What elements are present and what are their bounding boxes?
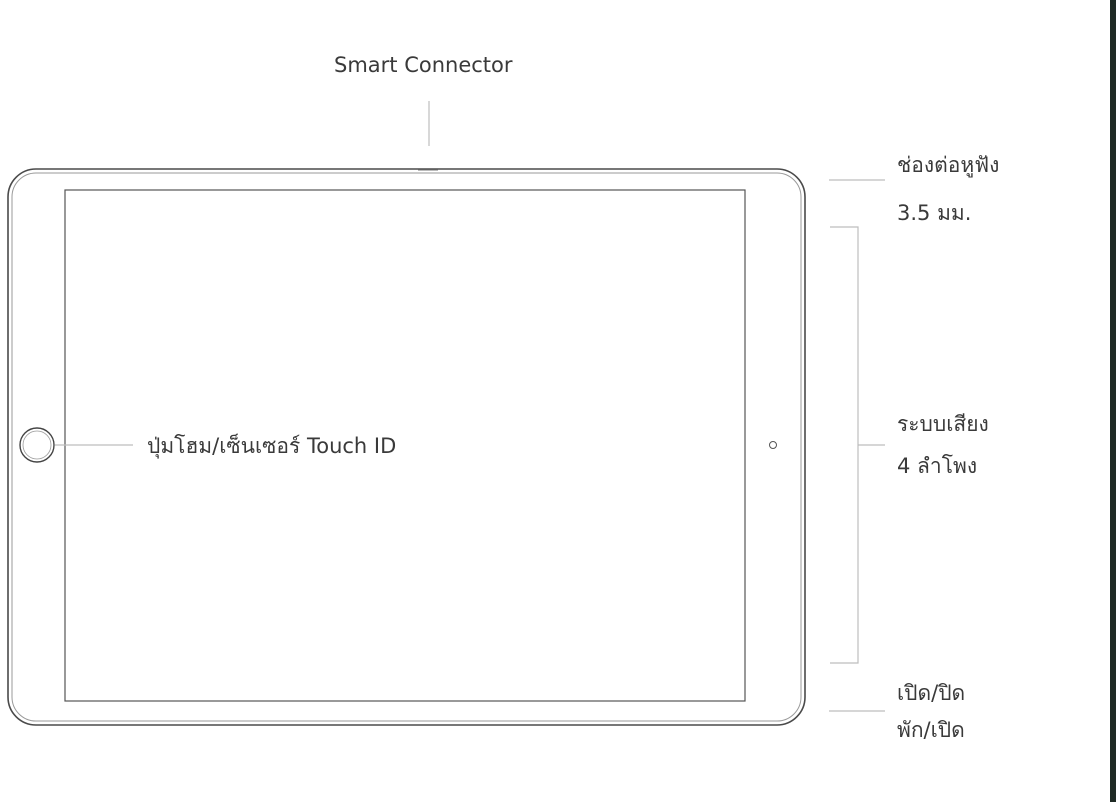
headphone-jack-label-line1: ช่องต่อหูฟัง xyxy=(897,153,1000,177)
front-camera-icon xyxy=(769,441,777,449)
speakers-label-line2: 4 ลำโพง xyxy=(897,454,978,478)
home-button-icon xyxy=(19,427,55,463)
speakers-bracket xyxy=(830,226,859,664)
smart-connector-label: Smart Connector xyxy=(334,53,513,77)
device-body-inner xyxy=(11,172,802,722)
window-edge-bar xyxy=(1110,0,1116,802)
sleep-wake-label-line1: เปิด/ปิด xyxy=(897,681,966,705)
speakers-label-line1: ระบบเสียง xyxy=(897,412,989,436)
home-button-label: ปุ่มโฮม/เซ็นเซอร์ Touch ID xyxy=(147,434,397,458)
headphone-jack-label-line2: 3.5 มม. xyxy=(897,201,972,225)
device-body-outer xyxy=(7,168,806,726)
home-button-ring xyxy=(22,430,52,460)
sleep-wake-label-line2: พัก/เปิด xyxy=(897,718,965,742)
